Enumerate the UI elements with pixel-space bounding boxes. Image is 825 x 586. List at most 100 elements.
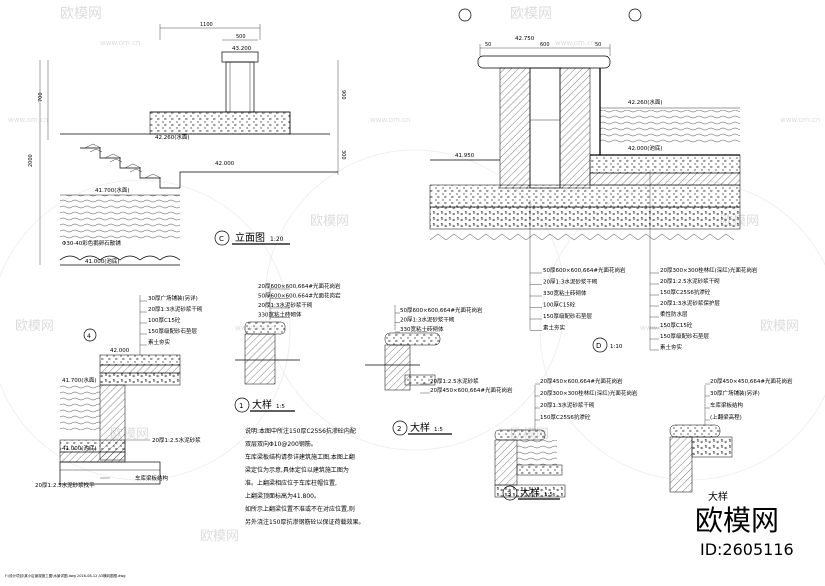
layer-label: 150厚C25S6抗渗砼 [660,288,711,296]
view-index: D [596,342,601,350]
level-bottom: 41.000(池底) [62,444,97,452]
watermark-site: www.om.cn [8,116,48,124]
dim-text: 50 [595,42,601,48]
layer-label: 330宽粘土砖砌体 [400,325,444,333]
level-water: 41.700(水面) [62,376,97,384]
layer-label: 30厚广场铺装(另详) [710,389,760,397]
layer-label: 说明:本图中所注150厚C25S6抗渗砼内配 [245,427,356,435]
layer-label: 150厚级配砂石垫层 [543,312,592,320]
view-index: 3 [507,490,511,498]
layer-label: 50厚600×600,664#光面花岗岩 [543,266,626,274]
layer-label: 20厚1:3水泥砂浆干砌 [400,316,455,324]
level-pool: 42.260(水面) [155,133,190,141]
view-scale: 1:5 [276,404,285,410]
view-title: 立面图 [235,231,265,244]
layer-label: 100厚C15砼 [543,301,576,309]
view-scale: 1:10 [610,344,623,350]
detail-3-view: 20厚450×600,664#光面花岗岩 20厚300×300桂林红(深红)光面花… [494,377,638,501]
watermark-site: www.om.cn [100,39,140,47]
layer-label: 20厚1:3水泥砂浆保护层 [660,299,720,307]
detail-4-view: 4 42.000 41.700(水面) 41.000(池底) 30厚广场铺装(另… [35,294,203,489]
layer-label: 330宽粘土砖砌体 [258,311,302,319]
layer-label: 梁定位为示意,具体定位以建筑施工图为 [245,466,349,474]
layer-label: 20厚1:3水泥砂浆干砌 [148,305,203,313]
layer-label: 素土夯实 [543,324,566,332]
view-index: 4 [87,333,91,340]
dim-text: 300 [340,150,346,160]
dim-text: 500 [236,34,246,40]
layer-label: 素土夯实 [148,338,171,346]
watermark-brand: 欧模网 [310,214,349,229]
detail-3-labels: 20厚450×600,664#光面花岗岩 20厚300×300桂林红(深红)光面花… [535,377,638,421]
view-scale: 1:20 [270,236,284,243]
watermark-brand: 欧模网 [510,6,552,22]
layer-label: 20厚1:3水泥砂浆干砌 [543,278,598,286]
layer-label: 另外浇注150厚抗渗钢筋砼以保证荷载效果。 [245,518,364,526]
level-ground: 42.000 [215,161,235,167]
dim-text: 900 [340,90,346,100]
footer-strip: F:\设计项目\某小区景观施工图\水景详图.dwg 2016-08-12 A3横… [5,573,125,578]
base-label: 车库梁板结构 [135,474,169,482]
layer-label: 准。上翻梁相应位于车库柱帽位置, [245,479,337,487]
view-index: C [219,235,224,243]
layer-label: 100厚C15砼 [148,316,181,324]
layer-label: 车库梁板结构 [710,401,744,409]
detail-1-labels: 20厚600×600,664#光面花岗岩 50厚600×600,664#光面花岗岩… [258,282,341,319]
dim-text: 2000 [28,154,34,167]
stone-steps [80,143,180,189]
view-title: 大样 [520,486,540,499]
layer-label: 20厚450×600,664#光面花岗岩 [540,377,623,385]
layer-label: 20厚450×600,664#光面花岗岩 [430,386,513,394]
detail-2-labels: 50厚600×600,664#光面花岗岩20厚1:3水泥砂浆干砌330宽粘土砖砌… [395,306,483,333]
layer-label: 20厚1:2.5水泥砂浆 [430,377,479,385]
layer-label: 50厚600×600,664#光面花岗岩 [258,292,341,300]
layer-label: 柔性防水层 [660,310,688,318]
bottom-label: 20厚1:2.5水泥砂浆找平 [35,481,95,489]
detail-1-view: 20厚600×600,664#光面花岗岩 50厚600×600,664#光面花岗岩… [234,282,341,413]
level-water: 42.260(水面) [628,98,663,106]
layer-label: 330宽粘土砖砌体 [543,289,587,297]
watermark-site: www.om.cn [640,324,680,332]
section-d-right-labels: 20厚300×300桂林红(深红)光面花岗岩20厚1:2.5水泥砂浆干砌150厚… [650,266,758,351]
detail-extra-labels: 20厚450×450,664#光面花岗岩30厚广场铺装(另详)车库梁板结构(上翻… [705,377,793,421]
layer-label: 150厚级配砂石垫层 [148,327,197,335]
section-d-left-labels: 50厚600×600,664#光面花岗岩 20厚1:3水泥砂浆干砌 330宽粘土砖砌… [530,266,626,332]
pebble-note: Φ30-40彩色鹅卵石散铺 [62,239,121,247]
watermark-site: www.om.cn [370,116,410,124]
dim-text: 600 [540,42,550,48]
watermark-site: www.om.cn [780,116,820,124]
layer-label: 如所示上翻梁位置不准或不在对应位置,则 [245,505,355,513]
watermark-brand: 欧模网 [760,319,799,334]
view-title: 大样 [252,398,272,411]
section-d-view: 50 600 50 42.750 42.260(水面) 42.000(池底) 4… [429,8,758,353]
dim-text: 700 [38,92,44,102]
detail-extra-view: 20厚450×450,664#光面花岗岩30厚广场铺装(另详)车库梁板结构(上翻… [669,377,793,503]
watermark-id: ID:2605116 [700,540,794,559]
view-title: 大样 [708,490,728,503]
view-scale: 1:5 [434,427,443,433]
view-scale: 1:5 [544,492,553,498]
detail-2-view: 50厚600×600,664#光面花岗岩20厚1:3水泥砂浆干砌330宽粘土砖砌… [365,305,513,436]
level-cap: 42.750 [515,36,535,42]
layer-label: 20厚300×300桂林红(深红)光面花岗岩 [540,389,638,397]
layer-label: 150厚级配砂石垫层 [660,332,709,340]
watermark-brand: 欧模网 [200,529,239,544]
watermark-layer: 欧模网 欧模网 欧模网 欧模网 欧模网 欧模网 欧模网 欧模网 欧模网 www.… [0,6,825,544]
watermark-logo: 欧模网 [695,504,779,537]
level-cap: 43.200 [232,46,252,52]
level-top: 42.000 [110,348,130,354]
level-bottom: 42.000(池底) [628,144,663,152]
dim-text: 1100 [200,22,213,28]
layer-label: 20厚1:3水泥砂浆干砌 [540,401,595,409]
layer-label: 双层双向Φ10@200钢筋。 [245,440,317,448]
layer-label: 20厚600×600,664#光面花岗岩 [258,282,341,290]
layer-label: 20厚1:3水泥砂浆干砌 [258,301,313,309]
level-bottom: 41.000(池底) [85,257,120,265]
layer-label: (上翻梁高程) [710,413,742,421]
watermark-brand: 欧模网 [60,6,102,22]
watermark-brand: 欧模网 [15,319,54,334]
view-index: 1 [239,402,243,410]
layer-label: 150厚C15砼 [660,321,693,329]
